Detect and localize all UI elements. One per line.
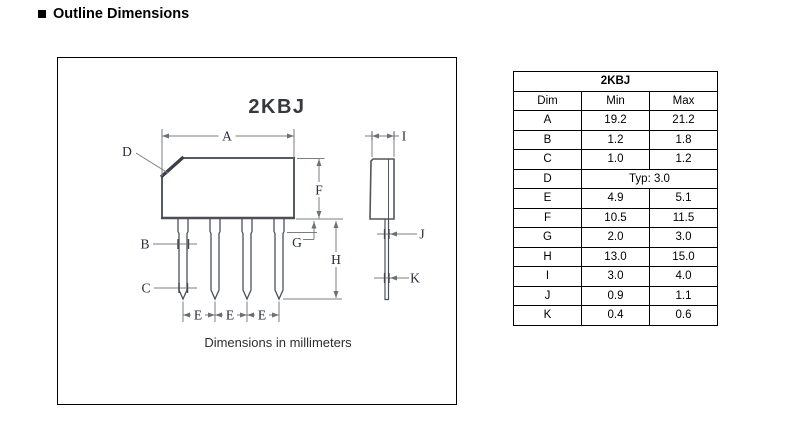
min-cell: 1.0 xyxy=(581,149,650,170)
col-header-min: Min xyxy=(581,90,650,111)
dim-cell: A xyxy=(513,110,582,131)
body-outline xyxy=(161,157,295,219)
max-cell: 21.2 xyxy=(649,110,718,131)
col-header-dim: Dim xyxy=(513,90,582,111)
table-title-row: 2KBJ xyxy=(513,71,718,92)
min-cell: 2.0 xyxy=(581,227,650,248)
lead-width-ticks xyxy=(177,239,190,293)
dim-cell: B xyxy=(513,129,582,150)
table-row: J 0.9 1.1 xyxy=(513,285,718,306)
label-gaps xyxy=(191,308,269,322)
outline-drawing-frame: 2KBJ xyxy=(57,57,457,405)
dim-label-E3: E xyxy=(258,308,266,323)
dim-label-F: F xyxy=(315,183,323,198)
table-row: K 0.4 0.6 xyxy=(513,305,718,326)
dim-cell: G xyxy=(513,227,582,248)
max-cell: 1.2 xyxy=(649,149,718,170)
chamfer-edge xyxy=(159,155,185,179)
typ-cell: Typ: 3.0 xyxy=(581,168,718,189)
dim-label-J: J xyxy=(419,227,424,242)
dim-cell: K xyxy=(513,305,582,326)
table-row: E 4.9 5.1 xyxy=(513,188,718,209)
min-cell: 4.9 xyxy=(581,188,650,209)
dim-label-C: C xyxy=(141,281,150,296)
dim-cell: D xyxy=(513,168,582,189)
table-row: G 2.0 3.0 xyxy=(513,227,718,248)
dim-label-E1: E xyxy=(194,308,202,323)
max-cell: 0.6 xyxy=(649,305,718,326)
section-heading-label: Outline Dimensions xyxy=(53,6,190,22)
table-row: F 10.5 11.5 xyxy=(513,207,718,228)
table-row: C 1.0 1.2 xyxy=(513,149,718,170)
front-view xyxy=(159,155,295,301)
dim-label-H: H xyxy=(331,252,341,267)
max-cell: 3.0 xyxy=(649,227,718,248)
min-cell: 13.0 xyxy=(581,246,650,267)
dim-label-B: B xyxy=(140,237,149,252)
max-cell: 4.0 xyxy=(649,266,718,287)
min-cell: 1.2 xyxy=(581,129,650,150)
max-cell: 5.1 xyxy=(649,188,718,209)
min-cell: 10.5 xyxy=(581,207,650,228)
dimension-lines-side xyxy=(365,131,417,279)
table-row: H 13.0 15.0 xyxy=(513,246,718,267)
table-row: I 3.0 4.0 xyxy=(513,266,718,287)
arrowheads-front xyxy=(162,133,339,318)
dim-label-G: G xyxy=(292,235,302,250)
dimension-labels: A D F B G H C E E E I J K xyxy=(122,129,425,323)
max-cell: 15.0 xyxy=(649,246,718,267)
dim-label-A: A xyxy=(222,129,232,144)
side-lead-ticks xyxy=(383,229,390,283)
outline-drawing: 2KBJ xyxy=(122,96,425,350)
drawing-part-title: 2KBJ xyxy=(248,96,305,118)
section-heading: Outline Dimensions xyxy=(38,6,189,22)
lead-side xyxy=(384,219,390,301)
dim-cell: F xyxy=(513,207,582,228)
col-header-max: Max xyxy=(649,90,718,111)
side-body-outline xyxy=(369,158,395,220)
table-row: A 19.2 21.2 xyxy=(513,110,718,131)
min-cell: 0.4 xyxy=(581,305,650,326)
dim-cell: E xyxy=(513,188,582,209)
max-cell: 11.5 xyxy=(649,207,718,228)
table-row: B 1.2 1.8 xyxy=(513,129,718,150)
dimensions-table: 2KBJ Dim Min Max A 19.2 21.2 B 1.2 1.8 C… xyxy=(513,71,718,326)
table-row: D Typ: 3.0 xyxy=(513,168,718,189)
min-cell: 0.9 xyxy=(581,285,650,306)
min-cell: 3.0 xyxy=(581,266,650,287)
max-cell: 1.1 xyxy=(649,285,718,306)
dim-label-E2: E xyxy=(226,308,234,323)
min-cell: 19.2 xyxy=(581,110,650,131)
drawing-caption: Dimensions in millimeters xyxy=(204,335,352,350)
side-view xyxy=(369,158,395,301)
table-part-title: 2KBJ xyxy=(513,71,718,92)
dim-label-D: D xyxy=(122,144,132,159)
dim-cell: H xyxy=(513,246,582,267)
dim-label-K: K xyxy=(410,271,420,286)
dim-cell: I xyxy=(513,266,582,287)
arrowheads-side xyxy=(372,133,397,281)
dim-cell: J xyxy=(513,285,582,306)
table-header-row: Dim Min Max xyxy=(513,90,718,111)
dim-cell: C xyxy=(513,149,582,170)
leads-front xyxy=(177,218,285,301)
dim-label-I: I xyxy=(402,129,407,144)
square-bullet-icon xyxy=(38,10,46,18)
max-cell: 1.8 xyxy=(649,129,718,150)
